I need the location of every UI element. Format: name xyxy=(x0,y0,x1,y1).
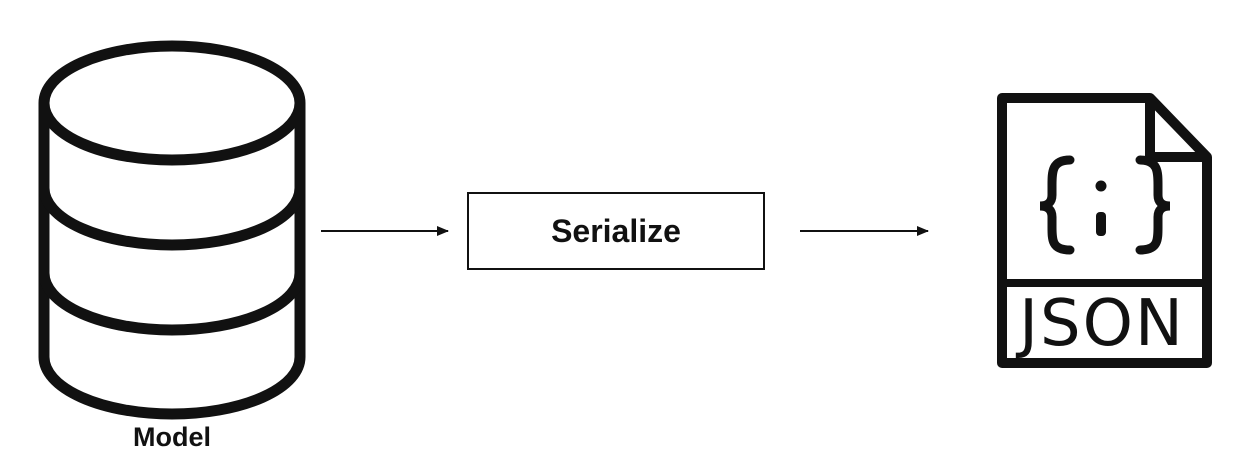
serialize-label: Serialize xyxy=(551,213,681,249)
right-brace-icon xyxy=(1135,155,1171,255)
json-file-icon xyxy=(997,93,1212,368)
serialize-box: Serialize xyxy=(467,192,765,270)
database-icon xyxy=(38,40,306,420)
left-brace-icon xyxy=(1039,155,1075,255)
dot-icon xyxy=(1095,180,1107,192)
bar-icon xyxy=(1096,212,1106,236)
model-label: Model xyxy=(133,422,211,452)
json-file-label: JSON xyxy=(1019,287,1185,361)
